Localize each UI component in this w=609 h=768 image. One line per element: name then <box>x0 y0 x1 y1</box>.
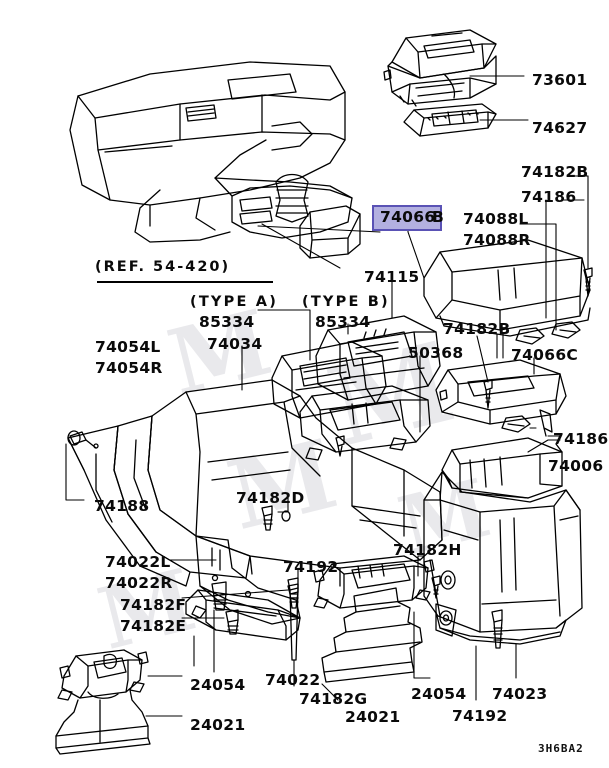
shift-boot-assembly-center <box>185 555 435 701</box>
highlighted-part-suffix: B <box>432 208 445 226</box>
rear-console-box-74006 <box>413 437 583 701</box>
console-panel-assembly <box>241 281 441 461</box>
armrest-lid-74066C <box>419 333 567 437</box>
part-number-label[interactable]: 74054L <box>95 338 161 356</box>
part-number-label[interactable]: 85334 <box>199 313 255 331</box>
part-number-label[interactable]: 74022 <box>265 671 321 689</box>
reference-note-underline <box>97 281 273 283</box>
part-number-label[interactable]: 74182F <box>120 596 187 614</box>
type-a-label: (TYPE A) <box>190 294 279 310</box>
part-number-label[interactable]: 24021 <box>190 716 246 734</box>
console-tray-74627 <box>403 103 529 137</box>
part-number-label[interactable]: 74006 <box>548 457 604 475</box>
console-box-assembly-73601 <box>383 29 525 107</box>
part-number-label[interactable]: 74182B <box>443 320 511 338</box>
diagram-code: 3H6BA2 <box>538 742 584 755</box>
part-number-label[interactable]: 74182B <box>521 163 589 181</box>
part-number-label[interactable]: 74186 <box>521 188 577 206</box>
console-lid-74066B <box>407 175 593 345</box>
part-number-label[interactable]: 74022L <box>105 553 171 571</box>
part-number-label[interactable]: 73601 <box>532 71 588 89</box>
dashboard-illustration <box>69 61 381 269</box>
part-number-label[interactable]: 74066C <box>511 346 579 364</box>
reference-note[interactable]: (REF. 54-420) <box>95 259 231 275</box>
part-number-label[interactable]: 24021 <box>345 708 401 726</box>
part-number-label[interactable]: 24054 <box>190 676 246 694</box>
part-number-label[interactable]: 74182H <box>393 541 462 559</box>
part-number-label[interactable]: 74088R <box>463 231 531 249</box>
highlighted-part-number[interactable]: 74066 <box>372 205 443 232</box>
part-number-label[interactable]: 50368 <box>408 344 464 362</box>
part-number-label[interactable]: 74054R <box>95 359 163 377</box>
misc-fasteners <box>335 435 345 457</box>
part-number-label[interactable]: 74023 <box>492 685 548 703</box>
shift-boot-assembly-left <box>55 649 183 755</box>
main-console-body <box>65 379 443 587</box>
type-b-label: (TYPE B) <box>302 294 390 310</box>
part-number-label[interactable]: 74115 <box>364 268 420 286</box>
part-number-label[interactable]: 74182E <box>120 617 187 635</box>
part-number-label[interactable]: 74182D <box>236 489 305 507</box>
part-number-label[interactable]: 24054 <box>411 685 467 703</box>
part-number-label[interactable]: 74627 <box>532 119 588 137</box>
part-number-label[interactable]: 85334 <box>315 313 371 331</box>
part-number-label[interactable]: 74192 <box>283 558 339 576</box>
part-number-label[interactable]: 74192 <box>452 707 508 725</box>
part-number-label[interactable]: 74186 <box>553 430 609 448</box>
part-number-label[interactable]: 74022R <box>105 574 173 592</box>
part-number-label[interactable]: 74182G <box>299 690 368 708</box>
part-number-label[interactable]: 74088L <box>463 210 529 228</box>
part-number-label[interactable]: 74188 <box>94 497 150 515</box>
part-number-label[interactable]: 74034 <box>207 335 263 353</box>
